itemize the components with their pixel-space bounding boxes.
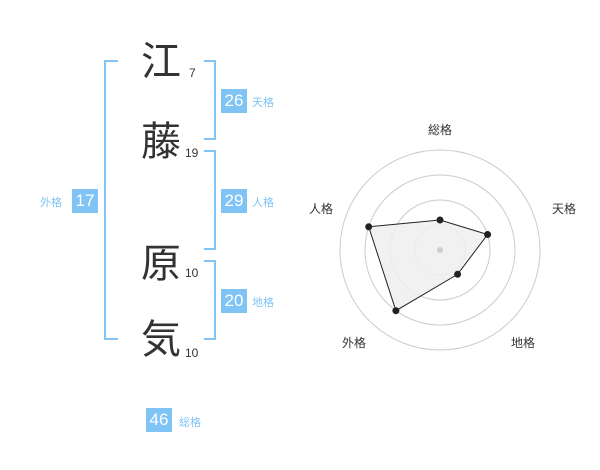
radar-point-2 [454, 270, 462, 278]
radar-label-gaikaku: 外格 [342, 336, 367, 350]
tenkaku-value: 26 [221, 89, 247, 113]
name-char-2: 藤 [141, 119, 181, 165]
jinkaku-bracket [204, 150, 216, 250]
stroke-count-3: 10 [185, 266, 199, 280]
radar-point-4 [365, 223, 373, 231]
gaikaku-label: 外格 [40, 196, 62, 209]
radar-point-3 [392, 307, 400, 315]
stroke-count-2: 19 [185, 146, 199, 160]
radar-points [365, 216, 492, 315]
radar-center [437, 247, 443, 253]
radar-label-chikaku: 地格 [511, 336, 536, 350]
name-char-3: 原 [141, 241, 181, 287]
radar-ring-3 [364, 174, 516, 326]
chikaku-value: 20 [221, 289, 247, 313]
radar-point-0 [436, 216, 444, 224]
radar-label-jinkaku: 人格 [309, 202, 334, 216]
radar-label-soukaku: 総格 [428, 123, 453, 137]
tenkaku-label: 天格 [252, 96, 274, 109]
jinkaku-value: 29 [221, 189, 247, 213]
jinkaku-label: 人格 [252, 196, 274, 209]
radar-label-tenkaku: 天格 [552, 202, 577, 216]
gaikaku-value: 17 [72, 189, 98, 213]
stroke-count-1: 7 [189, 66, 196, 80]
chikaku-label: 地格 [252, 296, 274, 309]
radar-area [368, 219, 489, 312]
soukaku-label: 総格 [179, 416, 201, 429]
radar-chart [339, 149, 541, 351]
gaikaku-bracket [104, 60, 118, 340]
radar-ring-4 [339, 149, 541, 351]
chikaku-bracket [204, 260, 216, 340]
name-char-1: 江 [141, 39, 181, 85]
name-char-4: 気 [141, 317, 181, 363]
tenkaku-bracket [204, 60, 216, 140]
stroke-count-4: 10 [185, 346, 199, 360]
soukaku-value: 46 [146, 408, 172, 432]
radar-point-1 [484, 231, 492, 238]
